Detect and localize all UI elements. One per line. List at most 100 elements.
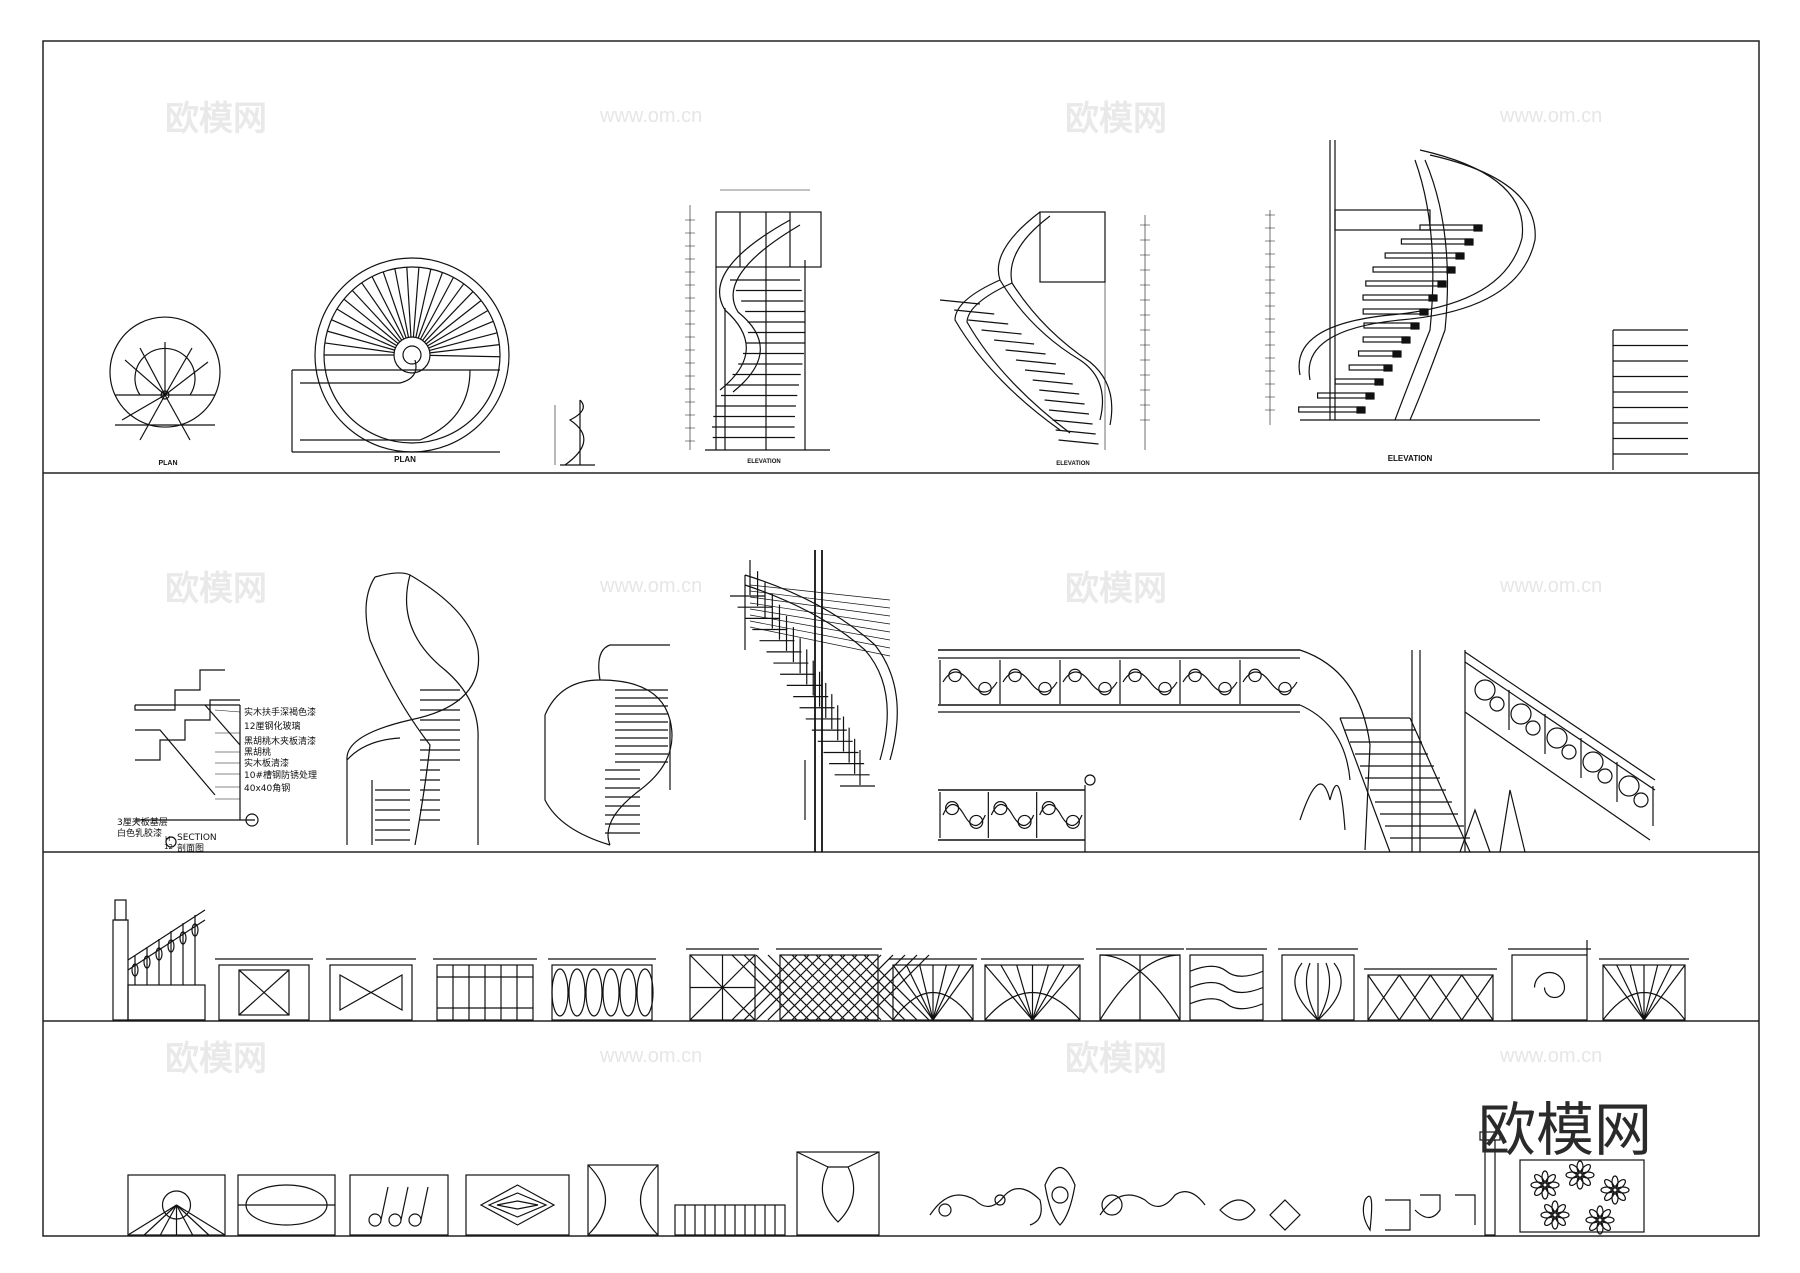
tread-line xyxy=(361,282,403,341)
flower-petal xyxy=(1555,1203,1567,1215)
stringer-line xyxy=(1409,717,1471,853)
balustrade-panel xyxy=(215,958,313,1021)
watermark-url: www.om.cn xyxy=(1499,105,1602,127)
watermark-url: www.om.cn xyxy=(599,1045,702,1067)
flower-petal xyxy=(1568,1175,1580,1187)
tread-line xyxy=(382,271,407,339)
scroll-curl xyxy=(969,814,984,829)
step-tread xyxy=(1316,392,1373,399)
balustrade-panel xyxy=(1096,948,1184,1021)
scroll-curl xyxy=(1278,681,1292,696)
scroll-curl xyxy=(978,681,992,696)
watermark-brand: 欧模网 xyxy=(1065,569,1167,609)
tread-line xyxy=(424,291,474,343)
balustrade-panel xyxy=(889,958,977,1021)
step-end-block xyxy=(1365,392,1375,400)
flower-petal xyxy=(1615,1178,1627,1190)
plan-large-label: PLAN xyxy=(394,455,416,464)
ornamental-panel xyxy=(127,1174,226,1236)
tread-line xyxy=(428,320,494,349)
rail-line xyxy=(749,614,891,641)
step-end-block xyxy=(1401,336,1411,344)
step-end-block xyxy=(1419,308,1429,316)
scroll-ornament xyxy=(1182,671,1238,693)
flower-petal xyxy=(1568,1163,1580,1175)
balustrade-panel xyxy=(433,958,537,1021)
scroll-curl xyxy=(1038,681,1052,696)
step-end-block xyxy=(1455,252,1465,260)
scroll-curl xyxy=(1188,668,1202,683)
scroll-ornament xyxy=(990,803,1035,827)
ornament-scroll-right xyxy=(1099,1191,1206,1216)
watermark-brand: 欧模网 xyxy=(165,569,267,609)
ornamental-railing-long xyxy=(938,649,1371,851)
tread-line xyxy=(327,330,395,351)
scroll-curl xyxy=(948,668,962,683)
ornament-scroll-left xyxy=(929,1188,1042,1226)
step-line xyxy=(1015,359,1056,365)
scroll-curl xyxy=(1098,681,1112,696)
spiral-plan-large xyxy=(291,257,510,453)
scroll-curl xyxy=(1618,775,1640,797)
baluster-bulb xyxy=(167,939,175,953)
flower-petal xyxy=(1615,1190,1627,1202)
step-line xyxy=(1055,429,1096,435)
watermark-url: www.om.cn xyxy=(599,105,702,127)
scroll-curl xyxy=(1474,679,1496,701)
scroll-curl xyxy=(1561,744,1577,760)
elevation-c-label: ELEVATION xyxy=(1388,454,1433,463)
sheet-frame xyxy=(42,40,1760,1237)
section-note: 黑胡桃 xyxy=(244,746,271,758)
balustrade-panel xyxy=(981,958,1084,1021)
scroll-ornament xyxy=(1062,671,1118,693)
rail-line xyxy=(749,608,891,633)
flower-petal xyxy=(1533,1185,1545,1197)
rail-line xyxy=(749,620,891,649)
step-end-block xyxy=(1392,350,1402,358)
scroll-curl xyxy=(1633,792,1649,808)
solid-spiral-stair-2 xyxy=(544,644,673,846)
tread-line xyxy=(336,308,397,347)
step-tread xyxy=(1298,406,1364,413)
elevation-a-label: ELEVATION xyxy=(747,459,780,465)
scroll-ornament xyxy=(1122,671,1178,693)
balustrade-panel xyxy=(326,958,416,1021)
ornament-crest xyxy=(1044,1166,1076,1226)
tread-line xyxy=(429,354,500,358)
step-end-block xyxy=(1437,280,1447,288)
step-line xyxy=(1032,379,1073,385)
tread-line xyxy=(412,267,420,338)
section-title: SECTION xyxy=(177,833,217,843)
scroll-curl xyxy=(1218,681,1232,696)
ornamental-panel xyxy=(587,1164,659,1236)
ornamental-panel xyxy=(465,1174,570,1236)
step-end-block xyxy=(1464,238,1474,246)
step-tread xyxy=(1372,266,1454,273)
watermark-layer: 欧模网 www.om.cn 欧模网 www.om.cn 欧模网 www.om.c… xyxy=(165,99,1602,1079)
section-ref-bottom: 12 xyxy=(164,843,173,851)
ornament-floral-panel xyxy=(1519,1159,1645,1235)
scroll-ornament xyxy=(1039,803,1083,827)
tread-line xyxy=(417,272,444,339)
watermark-brand: 欧模网 xyxy=(1065,99,1167,139)
flower-petal xyxy=(1580,1175,1592,1187)
scroll-curl xyxy=(1582,751,1604,773)
corner-logo: 欧模网 xyxy=(1478,1096,1652,1164)
ornament-small-set xyxy=(1362,1131,1501,1236)
balustrade-panel xyxy=(548,958,656,1021)
flower-petal xyxy=(1543,1215,1555,1227)
section-base-note: 白色乳胶漆 xyxy=(117,827,162,839)
steel-spiral-stair xyxy=(730,550,898,852)
flower-petal xyxy=(1603,1190,1615,1202)
scroll-curl xyxy=(1017,814,1032,829)
tread-line xyxy=(331,319,396,349)
section-ref-top: H xyxy=(165,835,170,843)
tread-line xyxy=(427,309,489,347)
tread-line xyxy=(324,342,395,354)
step-line xyxy=(994,339,1035,345)
flower-petal xyxy=(1545,1173,1557,1185)
step-line xyxy=(1052,419,1093,425)
scroll-curl xyxy=(1065,814,1080,829)
section-note: 10#槽钢防锈处理 xyxy=(244,769,317,781)
